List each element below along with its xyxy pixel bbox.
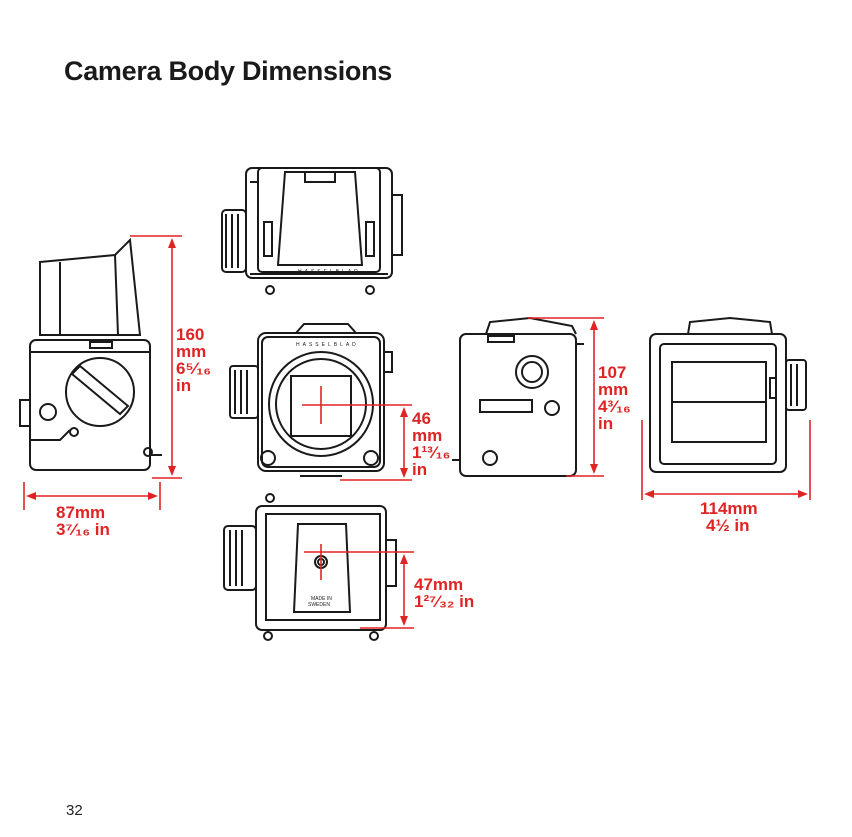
body-height-inch-unit: in (598, 415, 631, 432)
depth-inch-value: 3⁷⁄₁₆ in (56, 521, 110, 538)
height-mm-unit: mm (176, 343, 211, 360)
camera-bottom-view (224, 494, 396, 640)
body-height-mm-unit: mm (598, 381, 631, 398)
body-height-dimension-line (528, 318, 604, 476)
lens-mount-mm-unit: mm (412, 427, 450, 444)
camera-rear-view (650, 318, 806, 472)
lens-mount-dimension-line (302, 386, 412, 480)
tripod-dimension-line (304, 544, 414, 628)
camera-side-view (20, 240, 162, 470)
width-mm-value: 114mm (700, 500, 758, 517)
sweden-label: SWEDEN (308, 602, 330, 608)
tripod-dimension-label: 47mm 1²⁷⁄₃₂ in (414, 576, 474, 610)
page-number: 32 (66, 802, 83, 819)
depth-mm-value: 87mm (56, 504, 110, 521)
depth-dimension-label: 87mm 3⁷⁄₁₆ in (56, 504, 110, 538)
lens-mount-inch-value: 1¹³⁄₁₆ (412, 444, 450, 461)
lens-mount-mm-value: 46 (412, 410, 450, 427)
height-dimension-line (130, 236, 182, 478)
lens-mount-inch-unit: in (412, 461, 450, 478)
camera-top-view (222, 168, 402, 294)
width-dimension-label: 114mm 4½ in (700, 500, 758, 534)
width-dimension-line (642, 420, 810, 500)
body-height-mm-value: 107 (598, 364, 631, 381)
tripod-mm-value: 47mm (414, 576, 474, 593)
height-dimension-label: 160 mm 6⁵⁄₁₆ in (176, 326, 211, 394)
camera-right-side-view (452, 318, 584, 476)
tripod-inch-value: 1²⁷⁄₃₂ in (414, 593, 474, 610)
front-maker-mark: HASSELBLAD (296, 342, 359, 348)
height-inch-value: 6⁵⁄₁₆ (176, 360, 211, 377)
body-height-inch-value: 4³⁄₁₆ (598, 398, 631, 415)
height-inch-unit: in (176, 377, 211, 394)
width-inch-value: 4½ in (700, 517, 758, 534)
top-maker-mark: HASSELBLAD (298, 269, 361, 275)
lens-mount-dimension-label: 46 mm 1¹³⁄₁₆ in (412, 410, 450, 478)
body-height-dimension-label: 107 mm 4³⁄₁₆ in (598, 364, 631, 432)
height-mm-value: 160 (176, 326, 211, 343)
